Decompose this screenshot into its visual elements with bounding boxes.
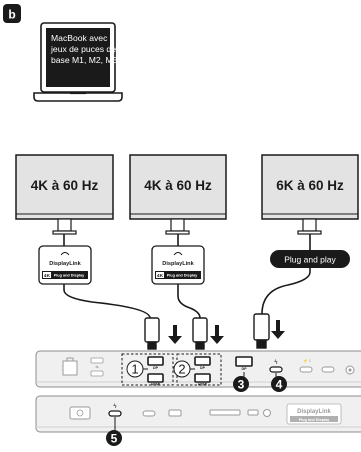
displaylink-tag-1-brand: DisplayLink (49, 261, 81, 267)
plug-1 (144, 317, 160, 350)
monitor-3-label: 6K à 60 Hz (276, 178, 344, 193)
front-displaylink-tagline: Plug and Display (299, 418, 330, 422)
laptop-screen-line-3: base M1, M2, M3 (51, 55, 118, 65)
arrow-down-icon-1 (168, 325, 182, 344)
hdmi-label-1: HDMI (151, 383, 160, 387)
displaylink-logo-icon (173, 252, 183, 256)
group-1-ports (147, 356, 164, 383)
plugs (144, 313, 270, 350)
power-icon (76, 409, 84, 417)
port-marker-5: 5 (106, 430, 122, 446)
usb-a-port (90, 370, 104, 377)
monitor-2-panel (129, 154, 227, 220)
hdmi-port-1 (147, 373, 164, 383)
cables (63, 234, 311, 319)
thunderbolt-port-5 (108, 410, 122, 417)
port-marker-4-number: 4 (276, 378, 283, 392)
dp-port-3 (235, 356, 253, 367)
group-2-ports (194, 356, 211, 383)
usb-c-port (299, 366, 313, 373)
port-marker-5-number: 5 (111, 432, 118, 446)
port-marker-2: 2 (173, 360, 191, 378)
port-group-1 (121, 353, 174, 386)
port-marker-1: 1 (126, 360, 144, 378)
plug-3 (253, 313, 270, 349)
panel-badge: b (3, 4, 21, 23)
arrow-down-icon-2 (210, 325, 224, 344)
thunderbolt-icon: ϟ (113, 404, 117, 410)
dp-port-2 (194, 356, 211, 366)
usb-c-port (142, 410, 156, 417)
displaylink-tag-1: DisplayLink 4K Plug and Display (38, 245, 92, 285)
front-displaylink-brand: DisplayLink (297, 409, 331, 415)
svg-text:⚡ 1: ⚡ 1 (303, 358, 311, 363)
panel-badge-letter: b (8, 8, 15, 22)
monitor-2-foot (165, 230, 190, 235)
monitor-2: 4K à 60 Hz (129, 154, 227, 235)
monitor-1-label: 4K à 60 Hz (31, 178, 99, 193)
monitor-2-label: 4K à 60 Hz (144, 178, 212, 193)
monitor-2-stand (170, 218, 185, 232)
displaylink-logo-icon (60, 252, 70, 256)
thunderbolt-icon: ϟ (274, 360, 278, 366)
cable-1-bottom (63, 284, 151, 319)
monitor-1: 4K à 60 Hz (15, 154, 114, 235)
dp-label-3: DP (242, 367, 248, 371)
monitor-3-panel (261, 154, 359, 220)
hdmi-label-2: HDMI (198, 383, 207, 387)
ethernet-port (62, 357, 78, 376)
usb-a-port (90, 357, 104, 364)
port-marker-2-number: 2 (178, 362, 185, 377)
displaylink-tag-2-tagline: Plug and Display (167, 274, 198, 278)
cable-3-bottom (261, 268, 311, 315)
thunderbolt-port-4 (269, 366, 283, 373)
port-marker-3-number: 3 (238, 378, 245, 392)
dp-port-1 (147, 356, 164, 366)
sd-card-slot (209, 409, 241, 416)
plug-2 (192, 317, 208, 350)
monitor-1-panel (15, 154, 114, 220)
usb-a-port (168, 409, 182, 417)
port-group-2 (176, 353, 222, 386)
laptop-screen (46, 28, 110, 87)
svg-text:⇆: ⇆ (95, 364, 99, 369)
displaylink-tag-1-tagline: Plug and Display (54, 274, 85, 278)
displaylink-tag-2: DisplayLink 4K Plug and Display (151, 245, 205, 285)
dp-label-1: DP (153, 366, 159, 370)
usb-c-port (321, 366, 335, 373)
port-marker-4: 4 (271, 376, 287, 392)
port-marker-3: 3 (233, 376, 249, 392)
monitor-1-foot (52, 230, 77, 235)
port-marker-1-number: 1 (131, 362, 138, 377)
dock-rear: ⇆ DP HDMI DP HDMI DP ϟ ⚡ 1 (35, 350, 361, 388)
displaylink-tag-2-res: 4K (157, 273, 164, 279)
laptop-screen-line-1: MacBook avec (51, 33, 108, 43)
power-button (69, 406, 91, 420)
dp-label-2: DP (200, 366, 206, 370)
monitor-1-stand (57, 218, 72, 232)
laptop-base (33, 92, 123, 102)
laptop-screen-line-2: jeux de puces de (50, 44, 116, 54)
monitor-3-foot (297, 230, 322, 235)
cable-2-bottom (177, 284, 201, 319)
plug-and-play-tag: Plug and play (270, 250, 350, 268)
hdmi-port-2 (194, 373, 211, 383)
audio-jack (263, 409, 271, 417)
monitor-3-stand (302, 218, 317, 232)
laptop: MacBook avec jeux de puces de base M1, M… (33, 22, 123, 102)
insertion-arrows (168, 320, 285, 344)
monitor-3: 6K à 60 Hz (261, 154, 359, 235)
microsd-slot (247, 409, 259, 416)
displaylink-tag-1-res: 4K (44, 273, 51, 279)
dock-front: ϟ DisplayLink Plug and Display (35, 395, 361, 433)
displaylink-tag-2-brand: DisplayLink (162, 261, 194, 267)
arrow-down-icon-3 (271, 320, 285, 339)
plug-and-play-label: Plug and play (284, 254, 336, 264)
front-displaylink-badge: DisplayLink Plug and Display (286, 403, 342, 425)
laptop-screen-text: MacBook avec jeux de puces de base M1, M… (50, 33, 118, 65)
